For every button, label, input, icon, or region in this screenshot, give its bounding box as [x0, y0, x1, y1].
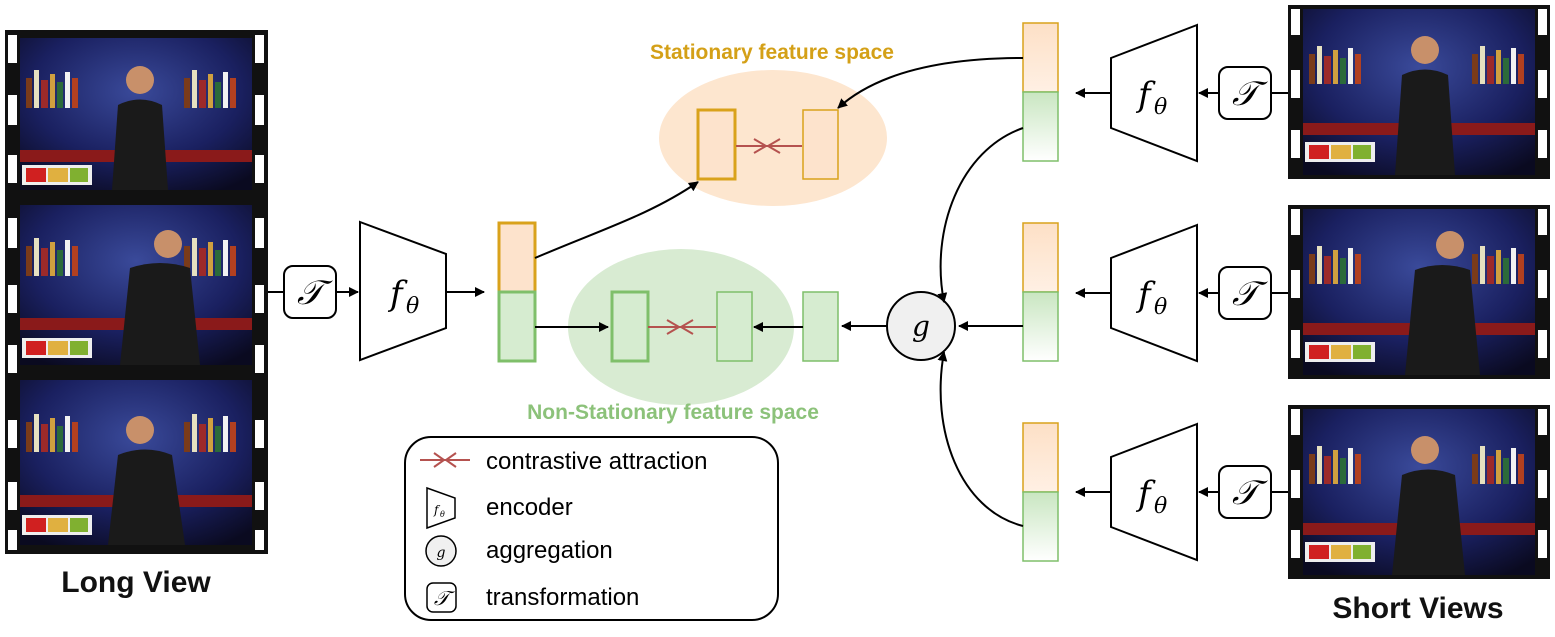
svg-text:f: f [433, 503, 441, 517]
contrastive-attraction-icon [648, 319, 716, 335]
short-view-vector-2 [1022, 222, 1059, 362]
transform-box-short-3: 𝒯 [1218, 465, 1272, 519]
aggregation-symbol: g [912, 310, 930, 343]
nonstationary-long-block [610, 290, 650, 363]
contrastive-attraction-icon [420, 452, 470, 468]
legend-label-aggregation: aggregation [486, 537, 613, 564]
long-view-frame-3 [20, 380, 252, 545]
encoder-long: f θ [359, 220, 447, 362]
legend-label-contrastive: contrastive attraction [486, 448, 707, 475]
short-view-frame-2 [1288, 205, 1550, 379]
legend: contrastive attraction f θ encoder g agg… [404, 436, 779, 621]
arrow [534, 181, 699, 259]
encoder-theta-symbol: θ [406, 294, 419, 319]
long-view-feature-vector [497, 221, 537, 363]
arrow [837, 57, 1024, 109]
legend-label-transformation: transformation [486, 584, 639, 611]
stationary-short-block [802, 109, 839, 180]
transform-box-short-2: 𝒯 [1218, 266, 1272, 320]
nonstationary-agg-block [716, 291, 753, 362]
aggregation-node: g [886, 291, 956, 361]
encoder-short-1: f θ [1110, 23, 1198, 163]
long-nonstationary-block [497, 290, 537, 363]
nonstationary-space-label: Non-Stationary feature space [527, 401, 819, 424]
transformation-icon: 𝒯 [426, 582, 457, 613]
short-view-frame-3 [1288, 405, 1550, 579]
contrastive-attraction-icon [736, 138, 802, 154]
encoder-theta-symbol: θ [1154, 95, 1167, 120]
long-view-label: Long View [61, 566, 211, 599]
encoder-theta-symbol: θ [1154, 494, 1167, 519]
svg-text:θ: θ [440, 510, 445, 519]
svg-text:g: g [437, 545, 446, 561]
arrow [937, 127, 1024, 303]
aggregated-short-block [802, 291, 839, 362]
transform-box-long: 𝒯 [283, 265, 337, 319]
encoder-theta-symbol: θ [1154, 295, 1167, 320]
short-view-vector-3 [1022, 422, 1059, 562]
arrow [937, 351, 1024, 527]
long-view-frame-1 [20, 38, 252, 190]
legend-box [404, 436, 779, 621]
short-view-frame-1 [1288, 5, 1550, 179]
transform-box-short-1: 𝒯 [1218, 66, 1272, 120]
long-view-filmstrip [5, 30, 268, 554]
stationary-space-label: Stationary feature space [650, 41, 894, 64]
encoder-short-3: f θ [1110, 422, 1198, 562]
long-stationary-block [497, 221, 537, 294]
stationary-long-block [696, 108, 737, 181]
aggregation-icon: g [425, 535, 457, 567]
legend-label-encoder: encoder [486, 494, 573, 521]
short-view-vector-1 [1022, 22, 1059, 162]
long-view-frame-2 [20, 205, 252, 365]
short-views-label: Short Views [1332, 592, 1503, 625]
encoder-icon: f θ [426, 486, 456, 530]
encoder-short-2: f θ [1110, 223, 1198, 363]
